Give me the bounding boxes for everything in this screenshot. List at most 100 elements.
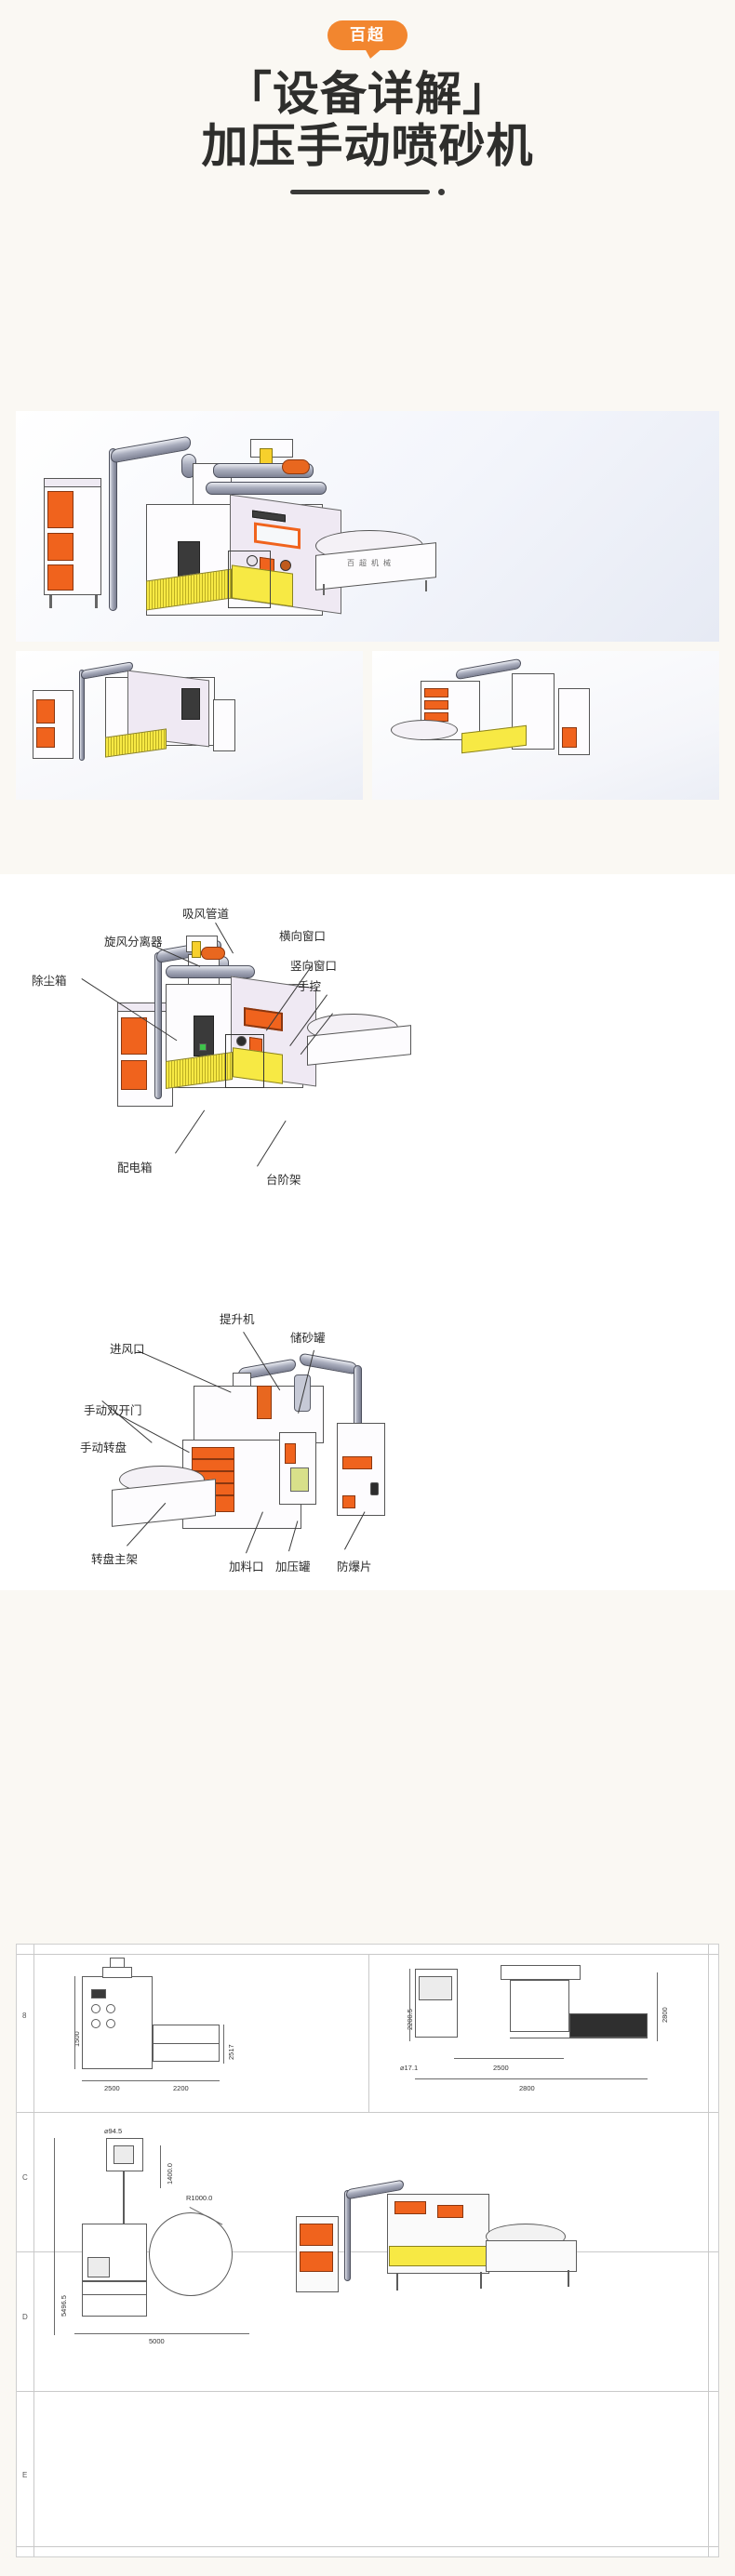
dim-1400-plan: 1400.0 <box>166 2163 174 2184</box>
callout-elevator: 提升机 <box>220 1313 255 1326</box>
dim-2200-front: 2200 <box>173 2084 189 2092</box>
sheet-border-top <box>17 1954 718 1955</box>
d1-cross-duct <box>166 965 255 978</box>
iso-leg-1 <box>396 2274 398 2291</box>
front-view-port-1 <box>91 2004 100 2013</box>
cyclone-stack <box>109 448 117 611</box>
sheet-border-left <box>33 1945 34 2556</box>
iso-skirt <box>389 2246 488 2266</box>
secondary-image-left <box>16 651 363 800</box>
d2-door-slat-1 <box>192 1458 234 1460</box>
callout-manual-double-door: 手动双开门 <box>84 1404 142 1417</box>
leader-air-inlet <box>137 1350 232 1393</box>
dim-line-2500-side <box>454 2058 564 2059</box>
brand-badge-label: 百超 <box>327 20 408 50</box>
dust-collector-door-2 <box>47 533 74 561</box>
side-view-conveyor <box>569 2013 648 2038</box>
leader-explosion-disc <box>344 1511 366 1550</box>
annotated-diagram-2: 进风口 提升机 储砂罐 手动双开门 手动转盘 转盘主架 加料口 加压罐 防爆片 <box>0 1283 735 1590</box>
callout-turntable-main-frame: 转盘主架 <box>91 1553 139 1566</box>
dim-line-2800-side <box>657 1972 658 2041</box>
plan-view-column <box>123 2171 125 2227</box>
d2-door-slat-2 <box>192 1470 234 1472</box>
sheet-border-bottom <box>17 2546 718 2547</box>
badge-tail-icon <box>364 48 382 59</box>
d2-explosion-disc <box>342 1495 355 1508</box>
iso-collector-door-2 <box>300 2251 333 2272</box>
sub1-panel <box>181 688 200 720</box>
front-view-window <box>91 1989 106 1998</box>
secondary-image-row <box>16 651 719 800</box>
dust-collector-top <box>44 478 101 487</box>
sub1-collector-door-2 <box>36 727 55 748</box>
grid-row-label-d: D <box>22 2313 28 2321</box>
d2-pressure-tank <box>290 1467 309 1492</box>
glove-port-3 <box>280 560 291 571</box>
collector-leg-2 <box>95 595 98 608</box>
dim-line-2800-total <box>415 2078 648 2079</box>
page-title-line2: 加压手动喷砂机 <box>201 120 534 172</box>
suction-duct-upper <box>111 435 191 464</box>
callout-explosion-proof-disc: 防爆片 <box>337 1560 372 1573</box>
callout-vertical-window: 竖向窗口 <box>290 960 338 973</box>
dim-2500-front: 2500 <box>104 2084 120 2092</box>
dim-d171-side: ⌀17.1 <box>400 2064 419 2072</box>
page-title-line1: 「设备详解」 <box>225 68 510 120</box>
secondary-image-right <box>372 651 719 800</box>
dim-line-2517 <box>223 2025 224 2064</box>
conveyor-leg-1 <box>323 584 325 595</box>
dim-d945-plan: ⌀94.5 <box>104 2127 123 2135</box>
dim-line-2500 <box>82 2080 153 2081</box>
dim-2800-side: 2800 <box>661 2007 669 2023</box>
leader-distribution-box <box>175 1109 206 1154</box>
callout-horizontal-window: 横向窗口 <box>279 930 327 943</box>
d1-indicator-led <box>199 1043 207 1051</box>
callout-distribution-box: 配电箱 <box>117 1162 153 1175</box>
callout-sand-storage-tank: 储砂罐 <box>290 1332 326 1345</box>
page-header: 百超 「设备详解」 加压手动喷砂机 <box>0 0 735 197</box>
callout-manual-control: 手控 <box>298 980 322 993</box>
sub1-right-cab <box>213 699 235 751</box>
sheet-div-v1 <box>368 1954 369 2112</box>
divider-line <box>290 189 430 194</box>
leader-double-door <box>116 1414 190 1454</box>
callout-pressure-tank: 加压罐 <box>275 1560 311 1573</box>
dim-line-1500 <box>74 1976 75 2069</box>
d1-glove-1 <box>236 1036 247 1046</box>
dim-2517-front: 2517 <box>227 2044 235 2060</box>
plan-view-door <box>87 2257 110 2277</box>
d2-feed-port <box>285 1443 296 1464</box>
plan-view-hopper-inner <box>114 2145 134 2164</box>
front-view-port-4 <box>106 2019 115 2028</box>
d1-collector-door-1 <box>121 1017 147 1055</box>
sub1-stack <box>79 670 85 761</box>
sheet-div-1 <box>17 2112 718 2113</box>
callout-cyclone-separator: 旋风分离器 <box>104 936 163 949</box>
dim-line-2200 <box>153 2080 220 2081</box>
sub2-collector-door <box>562 727 577 748</box>
top-return-duct <box>206 482 327 495</box>
callout-suction-duct: 吸风管道 <box>182 908 230 921</box>
dim-line-5496-5 <box>54 2138 55 2335</box>
sheet-div-3 <box>17 2391 718 2392</box>
iso-cabin-band <box>394 2201 426 2214</box>
iso-leg-3 <box>568 2270 569 2287</box>
d2-collector-gauge <box>370 1482 379 1495</box>
sheet-border-right <box>708 1945 709 2556</box>
hero-watermark: 百超机械 <box>347 559 395 567</box>
dim-line-2200-5 <box>409 1969 410 2041</box>
sub2-louver-1 <box>424 688 448 697</box>
callout-manual-turntable: 手动转盘 <box>80 1441 127 1454</box>
dim-r1000-plan: R1000.0 <box>186 2194 213 2202</box>
grid-row-label-e: E <box>22 2471 28 2479</box>
d2-collector-band <box>342 1456 372 1469</box>
side-view-cabin <box>510 1980 569 2032</box>
iso-collector-door-1 <box>300 2224 333 2246</box>
callout-step-frame: 台阶架 <box>266 1174 301 1187</box>
leader-step-frame <box>257 1120 287 1167</box>
sheet-div-2 <box>17 2251 718 2252</box>
dust-collector-door-1 <box>47 491 74 528</box>
step-frame-hero <box>228 551 271 608</box>
front-view-port-3 <box>91 2019 100 2028</box>
title-divider <box>0 186 735 197</box>
